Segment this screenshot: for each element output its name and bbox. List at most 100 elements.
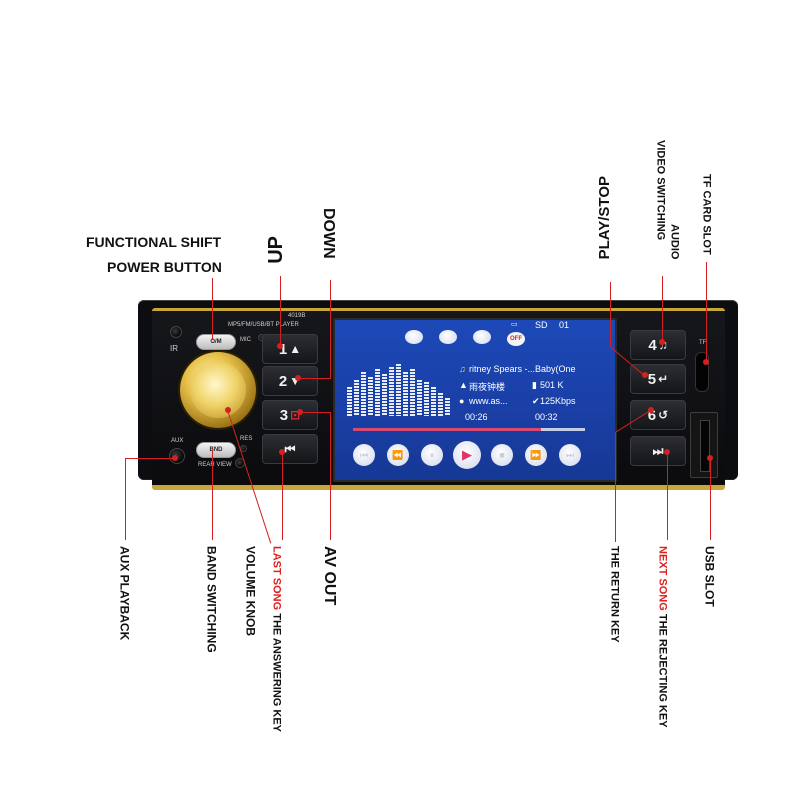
- functional-shift-label: FUNCTIONAL SHIFT: [86, 234, 222, 250]
- last-song-text: LAST SONG: [270, 546, 283, 611]
- tf-card-slot-label: TF CARD SLOT: [700, 174, 713, 255]
- next-song-label: NEXT SONG THE REJECTING KEY: [656, 546, 669, 728]
- usb-slot-label: USB SLOT: [702, 546, 717, 607]
- bitrate-icon: ✔: [532, 396, 540, 406]
- enter-icon: ↵: [658, 372, 669, 386]
- leader-line: [282, 452, 283, 540]
- stop-icon[interactable]: ■: [491, 444, 513, 466]
- rewind-icon[interactable]: ⏪: [387, 444, 409, 466]
- source-icon-3[interactable]: [473, 330, 491, 344]
- return-key-label: THE RETURN KEY: [608, 546, 621, 643]
- leader-dot: [642, 372, 648, 378]
- play-icon[interactable]: ▶: [453, 441, 481, 469]
- next-song-text: NEXT SONG: [656, 546, 669, 611]
- skip-back-icon[interactable]: ⏮: [353, 444, 375, 466]
- audio-label: AUDIO: [668, 224, 681, 260]
- leader-line: [710, 458, 711, 540]
- preset-4-mode-button[interactable]: 4 ♫: [630, 330, 686, 360]
- power-button-label: POWER BUTTON: [107, 259, 222, 275]
- source-icon-1[interactable]: [405, 330, 423, 344]
- leader-line: [667, 452, 668, 540]
- leader-dot: [297, 409, 303, 415]
- leader-dot: [703, 359, 709, 365]
- leader-line: [125, 458, 175, 459]
- band-button[interactable]: BND: [196, 442, 236, 458]
- leader-dot: [664, 449, 670, 455]
- ir-sensor: [170, 326, 182, 338]
- model-label: 4019B: [288, 313, 306, 319]
- music-note-icon: ♫: [658, 338, 668, 352]
- key-number: 4: [648, 336, 657, 354]
- equalizer-bar: [382, 374, 387, 416]
- key-number: 6: [647, 406, 657, 424]
- down-arrow-icon: ▼: [289, 374, 302, 388]
- progress-bar[interactable]: [353, 428, 585, 431]
- usb-port[interactable]: [700, 420, 710, 472]
- bitrate: 125Kbps: [540, 396, 576, 406]
- source-icon-2[interactable]: [439, 330, 457, 344]
- leader-line: [125, 458, 126, 540]
- equalizer-bar: [354, 380, 359, 416]
- key-number: 2: [278, 372, 288, 390]
- equalizer-bar: [410, 369, 415, 416]
- volume-knob-cap[interactable]: [190, 362, 246, 418]
- leader-dot: [707, 455, 713, 461]
- ir-label: IR: [170, 344, 178, 353]
- aux-label: AUX: [171, 438, 184, 444]
- track-number: 01: [559, 320, 570, 330]
- preset-2-down-button[interactable]: 2 ▼: [262, 366, 318, 396]
- play-stop-label: PLAY/STOP: [596, 176, 613, 260]
- progress-fill: [353, 428, 541, 431]
- equalizer-bar: [403, 372, 408, 416]
- previous-track-button[interactable]: ⏮: [262, 434, 318, 464]
- leader-line: [280, 276, 281, 346]
- rejecting-key-text: THE REJECTING KEY: [656, 613, 669, 728]
- skip-next-icon: ⏭: [652, 443, 664, 458]
- display-screen: OFF ▭ SD 01 ♫ ritney Spears -...Baby(One…: [333, 318, 617, 482]
- leader-dot: [648, 407, 654, 413]
- equalizer-bar: [361, 372, 366, 416]
- off-button[interactable]: OFF: [507, 332, 525, 346]
- source-label: SD: [535, 320, 548, 330]
- key-number: 5: [647, 370, 657, 388]
- answering-key-text: THE ANSWERING KEY: [270, 613, 283, 732]
- leader-line: [615, 432, 616, 542]
- tf-label: TF: [699, 340, 707, 346]
- equalizer-bar: [424, 382, 429, 416]
- equalizer-bar: [417, 380, 422, 416]
- preset-6-return-button[interactable]: 6 ↺: [630, 400, 686, 430]
- next-track-button[interactable]: ⏭: [630, 436, 686, 466]
- fast-forward-icon[interactable]: ⏩: [525, 444, 547, 466]
- equalizer-bar: [375, 369, 380, 416]
- return-icon: ↺: [658, 408, 669, 422]
- battery-icon: ▭: [511, 321, 518, 328]
- artist-url: www.as...: [469, 396, 508, 406]
- reset-label: RES: [240, 436, 253, 442]
- album-icon: ▲: [459, 380, 468, 390]
- leader-dot: [279, 449, 285, 455]
- total-time: 00:32: [535, 412, 558, 422]
- leader-line: [298, 378, 331, 379]
- preset-5-play-stop-button[interactable]: 5 ↵: [630, 364, 686, 394]
- preset-1-up-button[interactable]: 1 ▲: [262, 334, 318, 364]
- om-power-button[interactable]: O/M: [196, 334, 236, 350]
- artist-icon: ●: [459, 396, 465, 406]
- down-label: DOWN: [319, 208, 337, 259]
- equalizer-bar: [438, 393, 443, 416]
- device-subtitle: MP5/FM/USB/BT PLAYER: [228, 322, 299, 328]
- up-arrow-icon: ▲: [289, 342, 302, 356]
- pause-icon[interactable]: ⏸: [421, 444, 443, 466]
- equalizer-bar: [445, 398, 450, 416]
- leader-dot: [172, 455, 178, 461]
- leader-line: [212, 278, 213, 340]
- leader-line: [610, 282, 611, 346]
- last-song-label: LAST SONG THE ANSWERING KEY: [270, 546, 283, 732]
- skip-forward-icon[interactable]: ⏭: [559, 444, 581, 466]
- equalizer-bar: [431, 387, 436, 416]
- preset-3-av-button[interactable]: 3 ⊡: [262, 400, 318, 430]
- album-name: 雨夜钟楼: [469, 382, 506, 392]
- file-icon: ▮: [532, 380, 537, 390]
- equalizer-bar: [396, 364, 401, 416]
- key-number: 3: [279, 406, 289, 424]
- leader-line: [330, 412, 331, 540]
